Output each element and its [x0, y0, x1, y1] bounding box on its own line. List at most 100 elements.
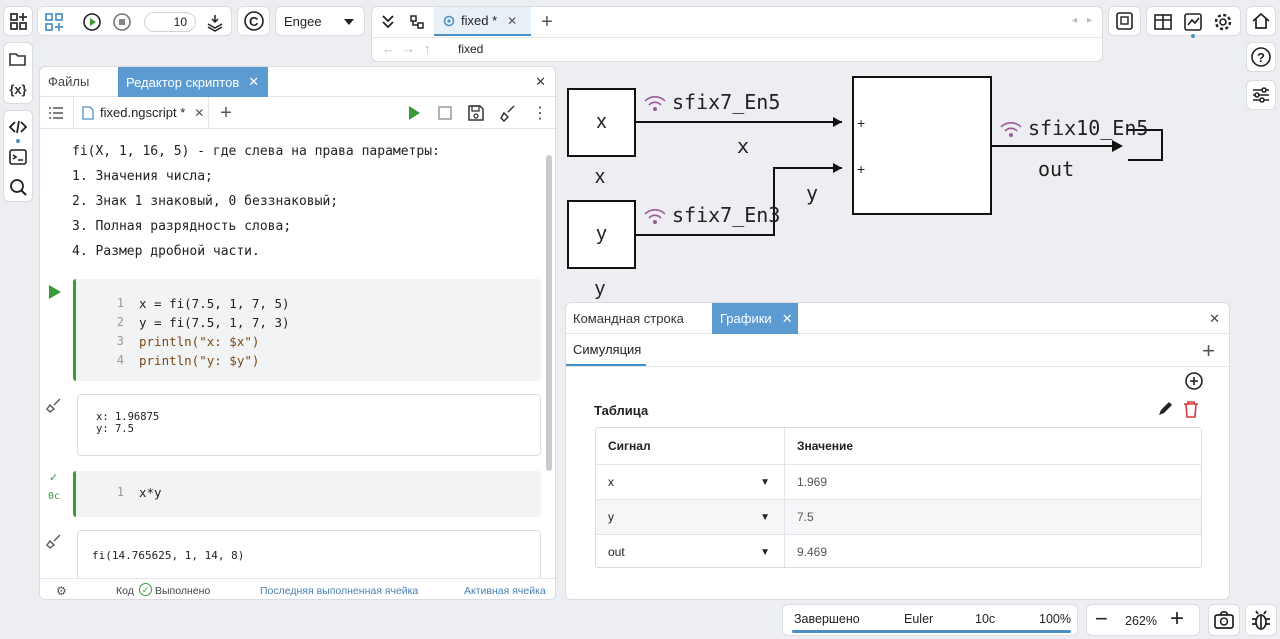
run-cell-button[interactable] — [46, 283, 64, 301]
variables-button[interactable]: {x} — [4, 75, 32, 103]
folder-open-icon — [9, 53, 26, 66]
screenshot-button[interactable] — [1208, 604, 1240, 636]
code-line: println("x: $x") — [139, 334, 260, 349]
add-graph-button[interactable]: + — [1202, 338, 1215, 363]
clear-output-button[interactable] — [496, 101, 520, 125]
signal-type-label: sfix10_En5 — [1028, 116, 1149, 140]
back-arrow-icon[interactable]: ← — [382, 41, 395, 56]
cell-output: fi(14.765625, 1, 14, 8) — [77, 530, 541, 580]
tab-files[interactable]: Файлы — [40, 67, 118, 97]
sum-sign: + — [857, 115, 866, 131]
add-table-button[interactable] — [1183, 370, 1205, 392]
active-dot — [1191, 34, 1195, 38]
close-icon[interactable]: ✕ — [194, 105, 205, 120]
scrollbar[interactable] — [546, 155, 552, 471]
graphs-button[interactable] — [1179, 8, 1207, 38]
stop-circle-icon — [113, 13, 131, 31]
settings-stack-button[interactable] — [202, 10, 228, 34]
home-button[interactable] — [1246, 6, 1276, 36]
zoom-out-button[interactable]: − — [1095, 606, 1108, 631]
code-gen-button[interactable]: C — [237, 6, 270, 36]
block-y-name: y — [595, 278, 605, 300]
block-y[interactable]: y — [567, 200, 636, 269]
file-browser-button[interactable] — [4, 45, 32, 73]
run-script-button[interactable] — [402, 101, 426, 125]
script-editor-button[interactable] — [4, 113, 32, 143]
wifi-signal-icon — [644, 96, 666, 111]
diagram-canvas[interactable]: x x y y + + sfix7_En5 x sfix7_En3 y sfix… — [560, 66, 1280, 302]
edit-table-button[interactable] — [1154, 398, 1176, 420]
code-line: println("y: $y") — [139, 353, 260, 368]
active-cell-link[interactable]: Активная ячейка — [464, 585, 546, 597]
breadcrumb[interactable]: fixed — [458, 42, 484, 56]
more-menu-button[interactable]: ⋮ — [530, 101, 550, 125]
last-cell-link[interactable]: Последняя выполненная ячейка — [260, 585, 419, 597]
zoom-in-button[interactable]: + — [1170, 605, 1185, 632]
settings-button[interactable] — [1209, 8, 1237, 36]
properties-button[interactable] — [1246, 80, 1276, 110]
tab-script-editor[interactable]: Редактор скриптов ✕ — [118, 67, 268, 97]
block-x[interactable]: x — [567, 88, 636, 157]
table-view-button[interactable] — [1149, 8, 1177, 36]
sum-block[interactable]: + + — [852, 76, 992, 215]
add-tab-button[interactable]: + — [534, 9, 560, 35]
table-row[interactable]: y▼ 7.5 — [596, 499, 1201, 534]
signal-value: 7.5 — [797, 510, 814, 524]
code-cell[interactable]: 1 x*y — [73, 471, 541, 517]
add-file-button[interactable]: + — [214, 101, 238, 125]
command-line-button[interactable] — [4, 143, 32, 171]
clear-cell-output-button[interactable] — [44, 531, 64, 551]
code-cell[interactable]: 1 2 3 4 x = fi(7.5, 1, 7, 5) y = fi(7.5,… — [73, 279, 541, 381]
signal-name: y — [608, 510, 614, 524]
search-button[interactable] — [4, 173, 32, 201]
forward-arrow-icon[interactable]: → — [402, 41, 415, 56]
model-view-button[interactable] — [1108, 6, 1141, 36]
run-button[interactable] — [80, 10, 104, 34]
app-menu-button[interactable] — [3, 6, 33, 36]
help-button[interactable]: ? — [1246, 42, 1276, 72]
stop-script-button[interactable] — [433, 101, 457, 125]
collapse-button[interactable] — [375, 9, 401, 35]
save-button[interactable] — [464, 101, 488, 125]
tab-fixed-ngscript[interactable]: fixed.ngscript * ✕ — [73, 97, 209, 128]
table-row[interactable]: x▼ 1.969 — [596, 464, 1201, 499]
code-line: y = fi(7.5, 1, 7, 3) — [139, 315, 290, 330]
step-count-input[interactable]: 10 — [144, 12, 196, 32]
signal-select[interactable]: out▼ — [596, 535, 785, 567]
output-line: fi(14.765625, 1, 14, 8) — [92, 549, 245, 562]
signal-select[interactable]: y▼ — [596, 500, 785, 534]
table-row[interactable]: out▼ 9.469 — [596, 534, 1201, 567]
debug-button[interactable] — [1245, 604, 1277, 636]
up-arrow-icon[interactable]: ↑ — [424, 41, 431, 56]
dropdown-arrow-icon: ▼ — [760, 546, 770, 558]
outline-button[interactable] — [44, 101, 68, 125]
close-icon[interactable]: ✕ — [507, 13, 518, 28]
solver-select[interactable]: Engee — [275, 6, 365, 36]
block-x-name: x — [595, 166, 605, 188]
close-icon[interactable]: ✕ — [781, 310, 793, 326]
tab-graphs[interactable]: Графики ✕ — [712, 303, 798, 334]
tab-script-editor-label: Редактор скриптов — [126, 74, 240, 90]
hierarchy-button[interactable] — [404, 9, 430, 35]
clear-cell-output-button[interactable] — [44, 395, 64, 415]
stop-button[interactable] — [110, 10, 134, 34]
delete-table-button[interactable] — [1180, 398, 1202, 420]
add-block-button[interactable] — [40, 8, 68, 36]
run-state: Выполнено — [155, 585, 211, 597]
progress-track — [792, 630, 1071, 633]
gear-icon[interactable]: ⚙ — [56, 584, 67, 598]
signal-type-label: sfix7_En5 — [672, 90, 781, 114]
markdown-cell[interactable]: fi(X, 1, 16, 5) - где слева на права пар… — [72, 139, 440, 264]
broom-icon — [46, 534, 61, 549]
close-icon[interactable]: ✕ — [248, 74, 260, 89]
check-icon: ✓ — [49, 472, 59, 484]
close-panel-icon[interactable]: ✕ — [1209, 311, 1220, 326]
tab-fixed-diagram[interactable]: fixed * ✕ — [434, 7, 531, 36]
tab-command-line[interactable]: Командная строка — [566, 303, 712, 334]
close-panel-icon[interactable]: ✕ — [535, 74, 546, 89]
scroll-right-icon[interactable]: ▸ — [1086, 15, 1092, 26]
tab-simulation[interactable]: Симуляция — [566, 335, 646, 366]
line-number: 3 — [116, 334, 124, 348]
signal-select[interactable]: x▼ — [596, 465, 785, 499]
scroll-left-icon[interactable]: ◂ — [1071, 15, 1077, 26]
